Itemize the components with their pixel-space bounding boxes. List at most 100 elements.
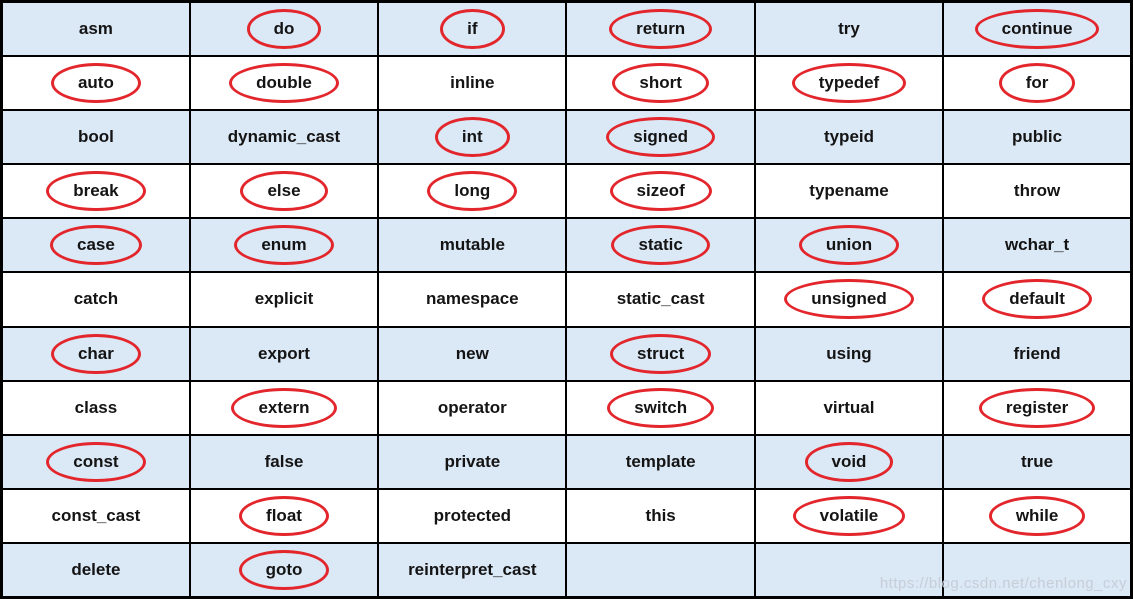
keyword: namespace	[426, 289, 519, 309]
keyword-cell: default	[942, 271, 1133, 328]
keyword-cell: unsigned	[753, 271, 945, 328]
keyword-cell: class	[0, 379, 191, 436]
keyword-cell: return	[565, 0, 756, 58]
keyword-cell	[942, 541, 1133, 599]
keyword: mutable	[439, 235, 505, 255]
keyword-cell: delete	[0, 541, 191, 599]
keyword-circled: for	[998, 63, 1076, 104]
keyword-circled: enum	[234, 225, 334, 266]
keyword-cell: bool	[0, 109, 191, 166]
keyword-cell: public	[942, 109, 1133, 166]
keyword: using	[826, 343, 872, 363]
keyword-cell: case	[0, 217, 191, 274]
keyword-circled: case	[50, 225, 142, 266]
keyword-cell: signed	[565, 109, 756, 166]
keyword: bool	[77, 127, 114, 147]
keyword-cell: inline	[377, 55, 568, 112]
keyword-cell: namespace	[377, 271, 568, 328]
keyword-cell: explicit	[188, 271, 380, 328]
keyword: true	[1021, 451, 1054, 471]
keyword-cell: static	[565, 217, 756, 274]
keyword-circled: typedef	[791, 63, 907, 104]
keyword-circled: union	[798, 225, 900, 266]
table-row: catch explicit namespace static_cast unsigne…	[0, 271, 1133, 328]
keyword-cell: typeid	[753, 109, 945, 166]
keyword-cell: reinterpret_cast	[377, 541, 568, 599]
keyword-cell: throw	[942, 163, 1133, 220]
keyword-cell: asm	[0, 0, 191, 58]
keyword: explicit	[254, 289, 314, 309]
keyword-cell: auto	[0, 55, 191, 112]
keyword-cell: private	[377, 433, 568, 490]
keyword-circled: sizeof	[609, 171, 712, 212]
keyword-circled: volatile	[792, 495, 906, 536]
keyword-circled: if	[440, 9, 505, 50]
keyword-cell: char	[0, 325, 191, 382]
keyword: private	[444, 451, 501, 471]
keyword-cell: do	[188, 0, 380, 58]
keyword-circled: else	[240, 171, 328, 212]
keyword-cell: break	[0, 163, 191, 220]
keyword: try	[838, 19, 860, 39]
keyword-circled: default	[982, 279, 1092, 320]
keyword: const_cast	[51, 505, 141, 525]
keyword-circled: const	[46, 441, 146, 482]
keyword-cell: virtual	[753, 379, 945, 436]
keyword: export	[258, 343, 310, 363]
keyword-cell: const	[0, 433, 191, 490]
keyword-cell: int	[377, 109, 568, 166]
keyword-cell: short	[565, 55, 756, 112]
keyword-cell: extern	[188, 379, 380, 436]
keyword: class	[74, 397, 118, 417]
keyword: typename	[809, 181, 889, 201]
keyword-circled: register	[978, 387, 1096, 428]
keyword-circled: continue	[974, 9, 1100, 50]
table-row: class extern operator switch virtual register	[0, 379, 1133, 436]
keyword: static_cast	[616, 289, 705, 309]
keyword-cell: typename	[753, 163, 945, 220]
keyword-circled: extern	[231, 387, 337, 428]
keyword-cell: void	[753, 433, 945, 490]
keyword-cell: continue	[942, 0, 1133, 58]
keyword-cell	[753, 541, 945, 599]
keyword-cell: const_cast	[0, 487, 191, 544]
keyword-cell: while	[942, 487, 1133, 544]
table-row: case enum mutable static union wchar_t	[0, 217, 1133, 274]
keyword-cell: catch	[0, 271, 191, 328]
keyword-circled: void	[804, 441, 894, 482]
table-row: break else long sizeof typename throw	[0, 163, 1133, 220]
keyword: operator	[437, 397, 507, 417]
keyword-cell: try	[753, 0, 945, 58]
keyword-cell: for	[942, 55, 1133, 112]
keyword: inline	[450, 73, 495, 93]
keyword-circled: break	[46, 171, 146, 212]
keyword: protected	[433, 505, 512, 525]
keyword-circled: unsigned	[784, 279, 914, 320]
keyword-cell: false	[188, 433, 380, 490]
keyword-cell: new	[377, 325, 568, 382]
keyword-cell: goto	[188, 541, 380, 599]
keyword: virtual	[823, 397, 875, 417]
keyword-cell: operator	[377, 379, 568, 436]
keyword-cell: template	[565, 433, 756, 490]
keyword-cell: true	[942, 433, 1133, 490]
keyword-circled: long	[427, 171, 518, 212]
keyword-cell: register	[942, 379, 1133, 436]
keyword: template	[625, 451, 696, 471]
keyword-circled: return	[609, 9, 713, 50]
keyword: delete	[71, 559, 121, 579]
keyword-circled: int	[434, 117, 510, 158]
keyword: asm	[78, 19, 113, 39]
keyword-cell: export	[188, 325, 380, 382]
keyword-circled: char	[50, 333, 141, 374]
keyword: wchar_t	[1004, 235, 1070, 255]
keyword-circled: switch	[607, 387, 715, 428]
keyword-circled: short	[612, 63, 709, 104]
keyword-circled: while	[988, 495, 1086, 536]
keyword: catch	[73, 289, 119, 309]
keyword: new	[455, 343, 489, 363]
